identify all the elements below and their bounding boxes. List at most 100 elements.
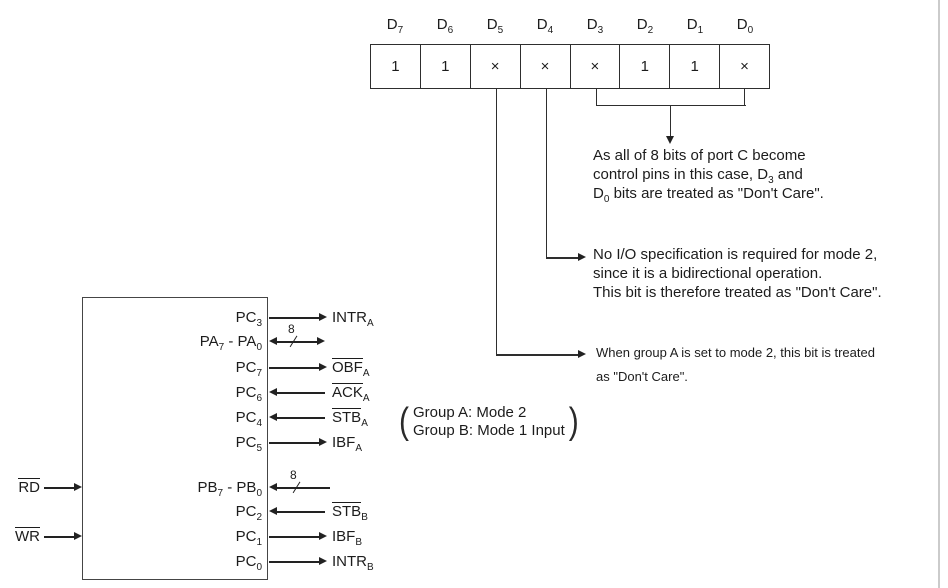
pin-external-label: RD [18, 478, 40, 496]
arrow-left-icon [269, 483, 277, 492]
bit-label: D3 [586, 16, 604, 36]
arrow-right-icon [74, 532, 82, 541]
bit-label: D2 [636, 16, 654, 36]
bus-width-label: 8 [290, 468, 297, 482]
bit-cell: 1 [419, 45, 470, 88]
chip-left-pin-row: RD [0, 478, 948, 498]
arrow-right-icon [578, 350, 586, 359]
pin-label: PC2 [235, 503, 262, 523]
pin-wire [277, 487, 330, 489]
arrow-right-icon [319, 438, 327, 447]
pin-wire [269, 561, 319, 563]
pin-external-label: ACKA [332, 383, 370, 404]
pin-external-label: IBFA [332, 434, 363, 454]
note-line: since it is a bidirectional operation. [593, 265, 823, 282]
arrow-right-icon [317, 337, 325, 346]
note-d4: No I/O specification is required for mod… [593, 245, 882, 302]
pin-wire [44, 487, 74, 489]
wire-d4 [545, 257, 579, 259]
pin-wire [277, 341, 318, 343]
arrow-left-icon [269, 507, 277, 516]
pin-wire [269, 536, 319, 538]
bit-cell: × [719, 45, 769, 88]
arrow-right-icon [319, 313, 327, 322]
chip-pin-row: PC2 STBB [0, 502, 948, 523]
note-d3-d0: As all of 8 bits of port C become contro… [593, 146, 824, 205]
pin-label: PC3 [235, 309, 262, 329]
wire-d0 [744, 89, 746, 106]
pin-external-label: STBB [332, 502, 368, 523]
note-line: This bit is therefore treated as "Don't … [593, 284, 882, 301]
group-mode-note: ( Group A: Mode 2 Group B: Mode 1 Input … [395, 400, 583, 442]
arrow-left-icon [269, 337, 277, 346]
wire-d5 [495, 354, 579, 356]
arrow-right-icon [319, 532, 327, 541]
arrow-right-icon [578, 253, 586, 262]
pin-wire [277, 392, 325, 394]
bit-cell: × [569, 45, 620, 88]
wire-d5 [495, 89, 497, 355]
ppi-chip-block [82, 297, 268, 580]
pin-external-label: INTRB [332, 553, 374, 573]
wire-d3 [595, 89, 597, 106]
pin-wire [277, 417, 325, 419]
chip-left-pin-row: WR [0, 527, 948, 547]
bit-cell: × [519, 45, 570, 88]
bit-label: D5 [486, 16, 504, 36]
pin-label: PA7 - PA0 [199, 333, 262, 353]
chip-pin-row: PC0 INTRB [0, 552, 948, 573]
pin-label: PB7 - PB0 [197, 479, 262, 499]
open-paren: ( [399, 400, 409, 442]
wire-d4 [545, 89, 547, 258]
arrow-right-icon [319, 363, 327, 372]
pin-label: PC4 [235, 409, 262, 429]
arrow-left-icon [269, 388, 277, 397]
pin-wire [277, 511, 325, 513]
pin-label: PC0 [235, 553, 262, 573]
pin-wire [44, 536, 74, 538]
bit-cell: 1 [619, 45, 669, 88]
group-mode-lines: Group A: Mode 2 Group B: Mode 1 Input [413, 404, 565, 440]
bit-cell: × [469, 45, 520, 88]
pin-external-label: IBFB [332, 528, 363, 548]
arrow-right-icon [74, 483, 82, 492]
note-line: As all of 8 bits of port C become [593, 147, 806, 164]
bit-label: D0 [736, 16, 754, 36]
bit-label: D6 [436, 16, 454, 36]
bus-width-label: 8 [288, 322, 295, 336]
pin-external-label: INTRA [332, 309, 374, 329]
bit-label: D7 [386, 16, 404, 36]
chip-pin-row: PA7 - PA0 8 [0, 323, 948, 353]
pin-wire [269, 442, 319, 444]
note-line: as "Don't Care". [596, 369, 688, 384]
note-d5: When group A is set to mode 2, this bit … [596, 341, 875, 389]
pin-wire [269, 317, 319, 319]
close-paren: ) [568, 400, 579, 442]
pin-label: PC7 [235, 359, 262, 379]
pin-external-label: WR [15, 527, 40, 545]
note-line: Group A: Mode 2 [413, 404, 527, 421]
chip-pin-row: PC1 IBFB [0, 527, 948, 548]
pin-external-label: STBA [332, 408, 368, 429]
chip-pin-row: PC3 INTRA [0, 308, 948, 329]
arrow-left-icon [269, 413, 277, 422]
chip-pin-row: PC6 ACKA [0, 383, 948, 404]
arrow-down-icon [665, 136, 674, 144]
note-line: D0 bits are treated as "Don't Care". [593, 185, 824, 205]
note-line: control pins in this case, D3 and [593, 166, 803, 186]
chip-pin-row: PC5 IBFA [0, 433, 948, 454]
note-line: No I/O specification is required for mod… [593, 246, 878, 263]
note-line: When group A is set to mode 2, this bit … [596, 345, 875, 360]
pin-label: PC1 [235, 528, 262, 548]
chip-pin-row: PB7 - PB0 8 [0, 469, 948, 499]
chip-pin-row: PC4 STBA [0, 408, 948, 429]
pin-label: PC5 [235, 434, 262, 454]
wire-d3-d0 [669, 105, 671, 136]
chip-pin-row: PC7 OBFA [0, 358, 948, 379]
arrow-right-icon [319, 557, 327, 566]
page-edge-divider [938, 0, 940, 588]
bit-labels-row: D7 D6 D5 D4 D3 D2 D1 D0 [370, 16, 770, 36]
note-line: Group B: Mode 1 Input [413, 422, 565, 439]
pin-wire [269, 367, 319, 369]
